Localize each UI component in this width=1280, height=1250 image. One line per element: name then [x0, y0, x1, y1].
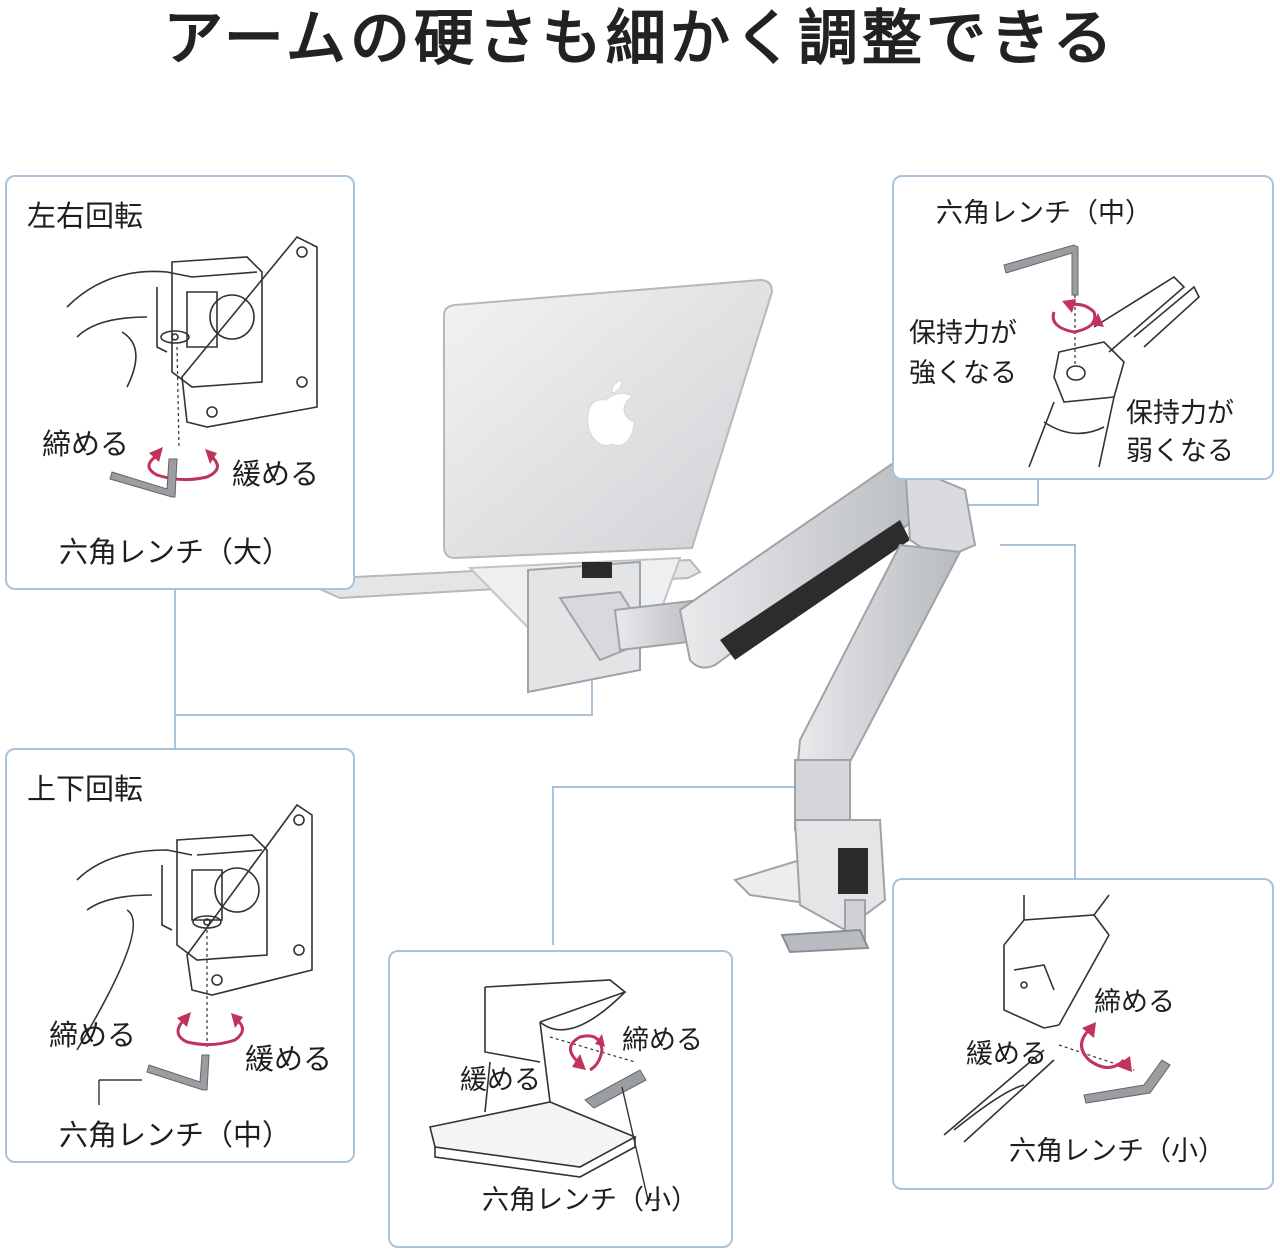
panel-lower-arm-joint: 締める 緩める 六角レンチ（小）: [892, 878, 1274, 1190]
hex-wrench-small-icon: [1083, 1059, 1171, 1104]
wrench-label: 六角レンチ（小）: [482, 1185, 698, 1216]
lower-arm-joint-diagram: [943, 894, 1171, 1143]
gas-spring-diagram: [1003, 244, 1200, 468]
panel-heading: 上下回転: [27, 772, 144, 806]
panel-tilt: 上下回転 締める 緩める 六角レンチ（中）: [5, 748, 355, 1163]
panel-holding-force: 六角レンチ（中） 保持力が 強くなる 保持力が 弱くなる: [892, 175, 1274, 480]
rotation-arrow-icon: [1051, 302, 1097, 334]
rotation-arrow-icon: [1080, 1028, 1126, 1069]
wrench-label: 六角レンチ（大）: [59, 535, 292, 569]
rotation-arrow-icon: [176, 1018, 244, 1047]
stronger-label-line2: 強くなる: [909, 358, 1017, 389]
weaker-label-line2: 弱くなる: [1126, 436, 1234, 467]
hex-wrench-medium-icon: [1003, 244, 1079, 296]
rotation-arrow-icon: [569, 1034, 604, 1072]
weaker-label-line1: 保持力が: [1126, 398, 1234, 429]
swivel-bracket-diagram: [66, 235, 318, 498]
wrench-label: 六角レンチ（中）: [59, 1118, 292, 1152]
loosen-label: 緩める: [460, 1065, 541, 1096]
hex-wrench-medium-icon: [146, 1054, 210, 1091]
stronger-label-line1: 保持力が: [909, 318, 1017, 349]
tilt-bracket-diagram: [76, 803, 313, 1105]
page-title: アームの硬さも細かく調整できる: [163, 4, 1117, 74]
hex-wrench-small-icon: [584, 1069, 647, 1109]
tighten-label: 締める: [49, 1018, 137, 1052]
hex-wrench-large-icon: [109, 458, 178, 498]
base-joint-diagram: [429, 979, 660, 1201]
logo-icon: [587, 379, 635, 446]
tighten-label: 締める: [1094, 987, 1175, 1018]
panel-base-joint: 締める 緩める 六角レンチ（小）: [388, 950, 733, 1248]
loosen-label: 緩める: [232, 457, 320, 491]
tighten-label: 締める: [42, 427, 130, 461]
wrench-label: 六角レンチ（小）: [1009, 1136, 1225, 1167]
rotation-arrow-icon: [147, 455, 219, 482]
loosen-label: 緩める: [245, 1042, 333, 1076]
tighten-label: 締める: [622, 1025, 703, 1056]
loosen-label: 緩める: [966, 1039, 1047, 1070]
panel-swivel: 左右回転 締める 緩める 六角レンチ（大）: [5, 175, 355, 590]
panel-heading: 左右回転: [27, 199, 144, 233]
wrench-label: 六角レンチ（中）: [936, 198, 1152, 229]
